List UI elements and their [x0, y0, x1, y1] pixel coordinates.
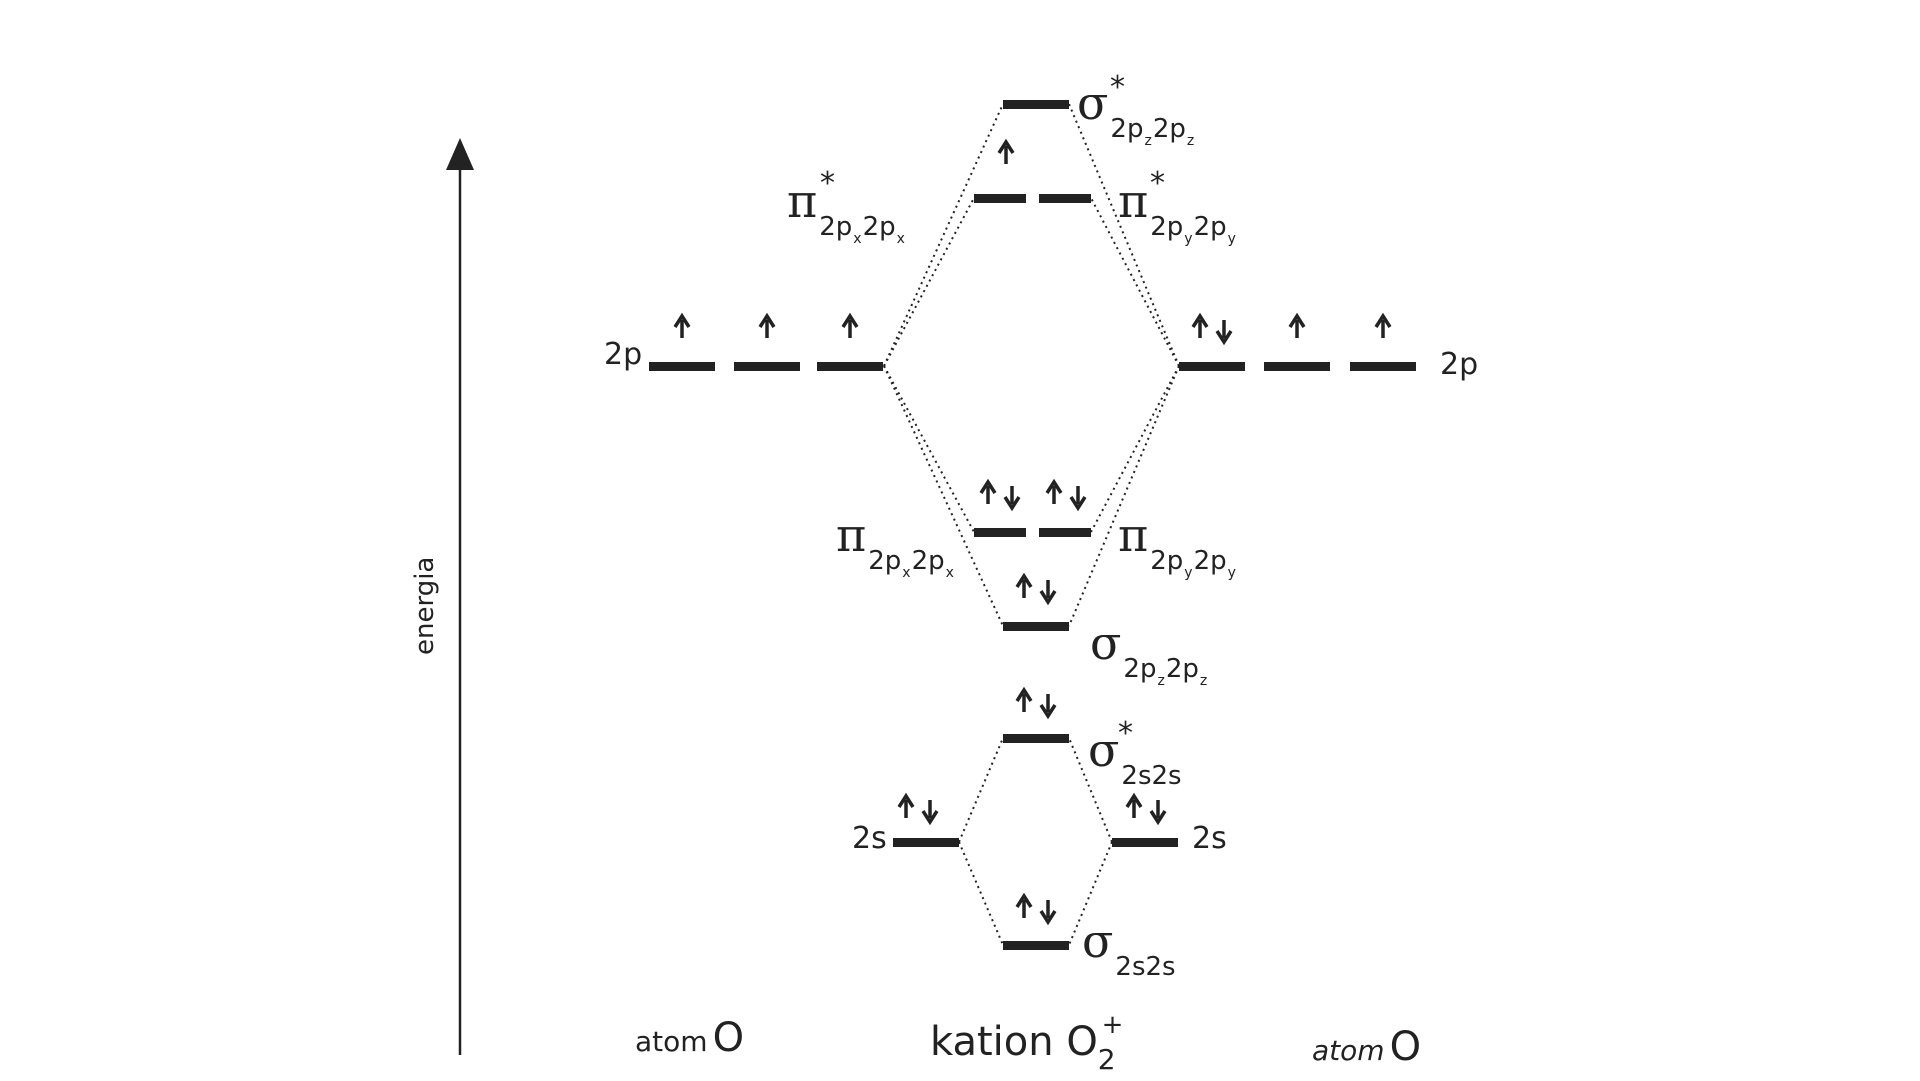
sigma-star-2s-electron-up: [1015, 686, 1033, 712]
connector: [1090, 197, 1180, 367]
connector: [883, 365, 975, 533]
right-2s-electron-up: [1125, 792, 1143, 818]
connector: [958, 737, 1004, 843]
left-2s-level: [893, 838, 959, 847]
right-2p-electron-up: [1191, 312, 1209, 338]
left-2p-level: [649, 362, 715, 371]
right-2p-level: [1179, 362, 1245, 371]
pi-star-x-label: π2px2px: [787, 174, 905, 247]
connector: [1068, 365, 1180, 627]
connector: [1090, 365, 1180, 533]
sigma-2p-label: σ2pz2pz: [1090, 616, 1208, 689]
pi-star-x-electron-up: [997, 138, 1015, 164]
connector: [883, 365, 1004, 627]
sigma-2p-electron-up: [1015, 572, 1033, 598]
energy-axis-label: energia: [410, 556, 440, 655]
sigma-2s-label: σ2s2s: [1082, 914, 1176, 982]
left-2s-electron-up: [897, 792, 915, 818]
sigma-star-2p-label: σ2pz2pz: [1077, 76, 1195, 149]
right-2p-electron-up: [1288, 312, 1306, 338]
sigma-2s-electron-up: [1015, 892, 1033, 918]
connector: [1068, 737, 1113, 843]
left-2p-label: 2p: [604, 337, 643, 372]
connector: [958, 841, 1004, 946]
left-2s-electron-down: [921, 800, 939, 826]
sigma-star-2p-asterisk: *: [1110, 70, 1125, 105]
right-2p-level: [1264, 362, 1330, 371]
right-2p-level: [1350, 362, 1416, 371]
left-2p-level: [817, 362, 883, 371]
pi-star-x-level: [974, 194, 1026, 203]
pi-star-y-level: [1039, 194, 1091, 203]
sigma-star-2s-asterisk: *: [1118, 716, 1133, 751]
pi-x-level: [974, 528, 1026, 537]
sigma-2s-level: [1003, 941, 1069, 950]
pi-x-label: π2px2px: [836, 508, 954, 581]
left-2p-level: [734, 362, 800, 371]
right-atom-label: atom O: [1312, 1024, 1422, 1070]
right-2p-electron-up: [1374, 312, 1392, 338]
left-2p-electron-up: [841, 312, 859, 338]
right-2s-label: 2s: [1192, 821, 1227, 856]
sigma-2s-electron-down: [1039, 900, 1057, 926]
right-2p-electron-down: [1215, 320, 1233, 346]
sigma-star-2s-label: σ2s2s: [1088, 723, 1182, 791]
energy-axis-arrowhead: [446, 138, 474, 170]
right-2s-level: [1112, 838, 1178, 847]
sigma-star-2p-level: [1003, 100, 1069, 109]
sigma-star-2s-electron-down: [1039, 694, 1057, 720]
pi-y-electron-up: [1045, 478, 1063, 504]
left-2p-electron-up: [673, 312, 691, 338]
connector: [883, 197, 975, 367]
cation-label: kation O2+: [930, 1010, 1124, 1076]
pi-y-electron-down: [1069, 486, 1087, 512]
left-2p-electron-up: [758, 312, 776, 338]
pi-x-electron-down: [1003, 486, 1021, 512]
right-2p-label: 2p: [1440, 347, 1479, 382]
pi-y-level: [1039, 528, 1091, 537]
sigma-2p-level: [1003, 622, 1069, 631]
pi-x-electron-up: [979, 478, 997, 504]
right-2s-electron-down: [1149, 800, 1167, 826]
left-2s-label: 2s: [852, 821, 887, 856]
sigma-2p-electron-down: [1039, 580, 1057, 606]
connector: [1068, 841, 1113, 946]
pi-y-label: π2py2py: [1118, 508, 1236, 581]
left-atom-label: atom O: [635, 1015, 745, 1061]
sigma-star-2s-level: [1003, 734, 1069, 743]
pi-star-y-label: π2py2py: [1118, 174, 1236, 247]
pi-star-x-asterisk: *: [820, 166, 835, 201]
pi-star-y-asterisk: *: [1150, 166, 1165, 201]
